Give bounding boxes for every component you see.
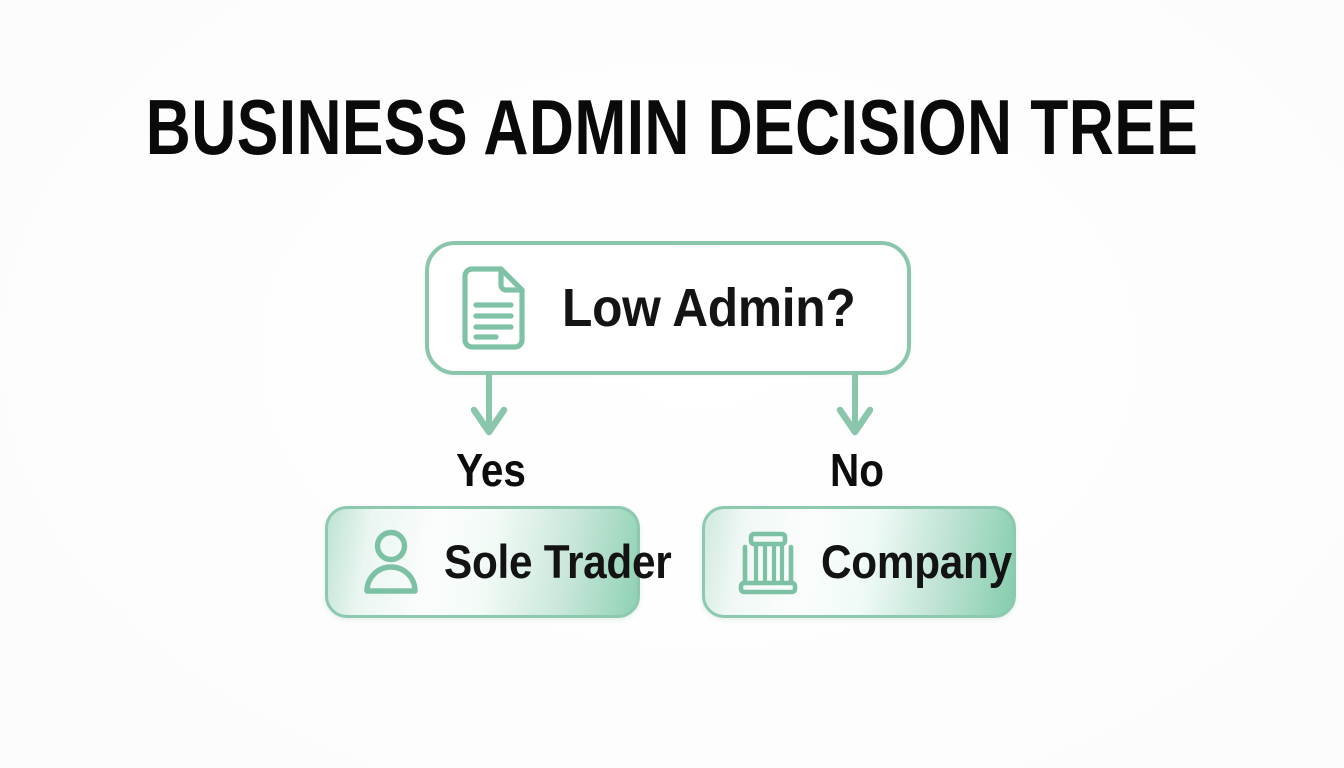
bank-building-icon <box>738 531 798 595</box>
branch-label-no: No <box>830 444 884 496</box>
outcome-node-company[interactable]: Company <box>702 506 1016 618</box>
page-title: BUSINESS ADMIN DECISION TREE <box>145 83 1199 171</box>
document-icon <box>461 266 525 350</box>
person-icon <box>364 529 418 594</box>
outcome-node-label: Sole Trader <box>444 535 672 588</box>
outcome-node-sole-trader[interactable]: Sole Trader <box>325 506 672 618</box>
arrow-no <box>836 372 874 436</box>
outcome-node-label: Company <box>821 535 1012 588</box>
decision-node-label: Low Admin? <box>561 278 856 338</box>
decision-node-low-admin[interactable]: Low Admin? <box>425 241 911 375</box>
arrow-yes <box>470 372 508 436</box>
branch-label-yes: Yes <box>456 444 526 496</box>
